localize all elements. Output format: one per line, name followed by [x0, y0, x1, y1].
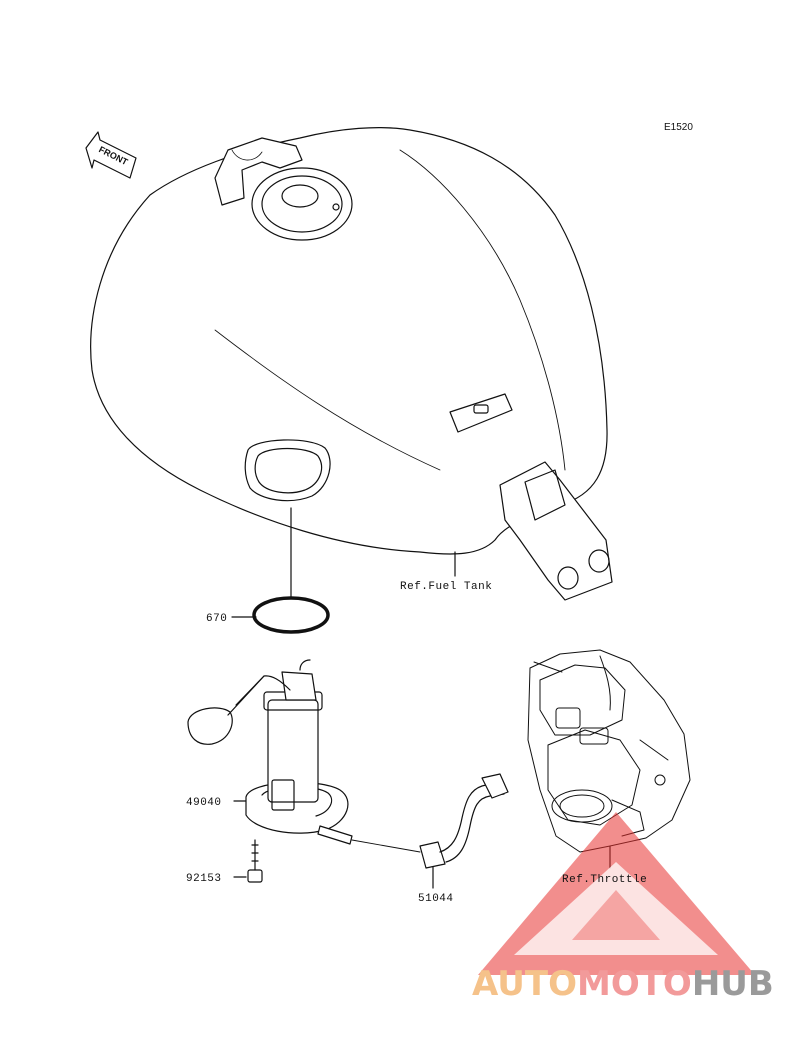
ref-fuel-tank-label: Ref.Fuel Tank: [400, 581, 492, 593]
part-label-49040: 49040: [186, 797, 222, 809]
fuel-tank: [90, 127, 613, 601]
o-ring-part: [252, 596, 330, 634]
watermark-logo-icon: [478, 812, 755, 975]
bolt-part: [247, 839, 263, 883]
watermark-text: AUTOMOTOHUB: [472, 964, 774, 1004]
ref-throttle-label: Ref.Throttle: [562, 874, 647, 886]
part-label-92153: 92153: [186, 873, 222, 885]
watermark-hub: HUB: [692, 964, 774, 1004]
front-arrow-icon: [85, 131, 137, 179]
part-label-670: 670: [206, 613, 227, 625]
part-label-51044: 51044: [418, 893, 454, 905]
fuel-pump-part: [187, 659, 353, 845]
throttle-body: [527, 649, 691, 853]
watermark-auto: AUTO: [472, 964, 577, 1004]
watermark-moto: MOTO: [577, 964, 692, 1004]
diagram-code: E1520: [664, 122, 693, 133]
fuel-hose-part: [351, 773, 509, 869]
